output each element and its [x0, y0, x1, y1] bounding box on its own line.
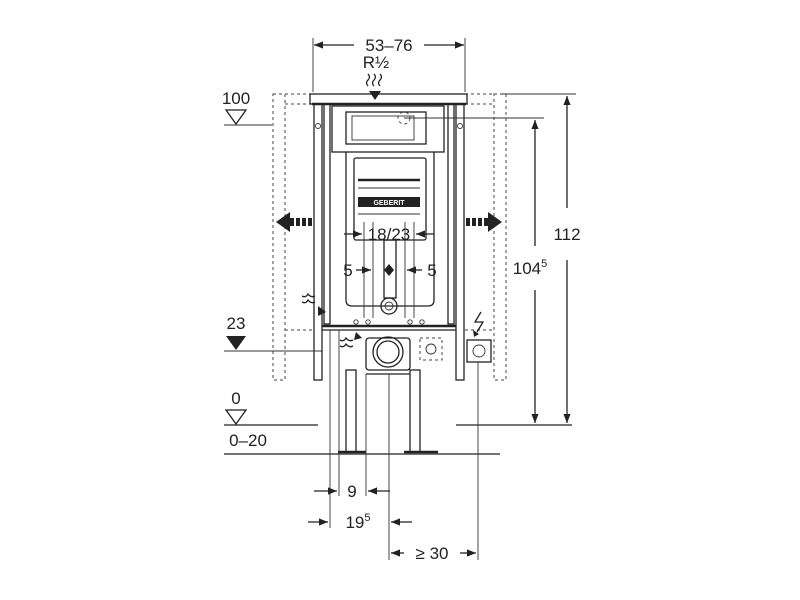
dim-19-5: 195	[308, 512, 412, 532]
dim-9-label: 9	[347, 482, 356, 501]
mounting-frame	[309, 93, 468, 381]
offset-right-label: 5	[427, 261, 436, 280]
width-range-label: 53–76	[365, 36, 412, 55]
width-dimension: 53–76	[312, 36, 466, 92]
dim-9: 9	[314, 482, 390, 501]
level-100-label: 100	[222, 89, 250, 108]
dim-min30-label: ≥ 30	[416, 544, 449, 563]
lightning-bolt-icon	[473, 311, 485, 337]
offset-left-label: 5	[343, 261, 352, 280]
supply-label: R½	[363, 53, 389, 72]
level-marker-0: 0 0–20	[224, 389, 572, 455]
offset-dimensions: 5 5	[343, 261, 436, 280]
floor-range-label: 0–20	[229, 431, 267, 450]
waste-outlet	[365, 336, 411, 375]
level-triangle-icon	[226, 336, 246, 350]
level-marker-100: 100	[222, 89, 272, 126]
height-frame-main-label: 104	[513, 259, 541, 278]
bottom-dimension-lines	[329, 330, 479, 560]
height-dimension-112: 112	[500, 93, 581, 423]
level-marker-23: 23	[224, 314, 322, 352]
dim-19-main-label: 19	[345, 513, 364, 532]
connection-boxes	[419, 337, 492, 363]
svg-text:1045: 1045	[513, 258, 548, 278]
frame-legs	[338, 369, 438, 454]
level-23-label: 23	[227, 314, 246, 333]
side-arrow-left	[276, 212, 312, 232]
level-triangle-icon	[224, 109, 248, 126]
dim-min30: ≥ 30	[391, 544, 476, 563]
water-wave-icon	[365, 73, 383, 100]
cistern: GEBERIT	[331, 105, 512, 325]
height-total-label: 112	[553, 225, 580, 244]
height-frame-sup-label: 5	[541, 258, 547, 270]
level-triangle-icon	[224, 409, 248, 426]
svg-text:195: 195	[345, 512, 370, 532]
water-wave-icon	[301, 292, 362, 348]
height-dimension-104: 1045	[512, 117, 548, 423]
level-0-label: 0	[231, 389, 240, 408]
side-arrow-right	[466, 212, 502, 232]
flush-spacing-label: 18/23	[368, 225, 411, 244]
dim-19-sup-label: 5	[364, 512, 370, 524]
brand-label: GEBERIT	[373, 200, 405, 207]
